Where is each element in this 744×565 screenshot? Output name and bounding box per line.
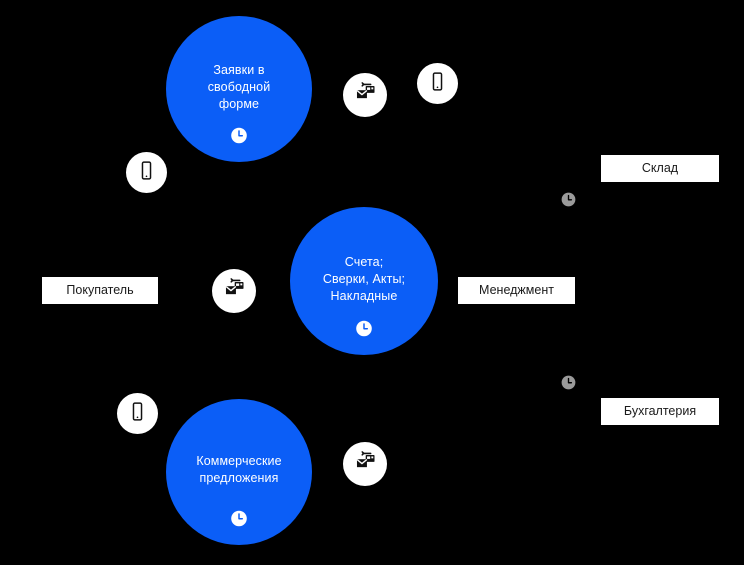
process-node-label: Коммерческие предложения [196,454,282,485]
clock-icon [231,127,248,144]
process-node-label: Счета; Сверки, Акты; Накладные [322,254,406,303]
entity-label-accounting[interactable]: Бухгалтерия [601,398,719,425]
mobile-phone-icon [427,71,448,97]
entity-label-warehouse[interactable]: Склад [601,155,719,182]
email-exchange-icon [354,450,377,478]
clock-icon-delay-warehouse [561,192,576,207]
mobile-phone-icon [136,160,157,186]
clock-icon [356,320,373,337]
process-node-offers[interactable]: Коммерческие предложения [166,399,312,545]
channel-badge-email-top[interactable] [343,73,387,117]
email-exchange-icon [223,277,246,305]
email-exchange-icon [354,81,377,109]
process-node-invoices[interactable]: Счета; Сверки, Акты; Накладные [290,207,438,355]
entity-label-buyer[interactable]: Покупатель [42,277,158,304]
channel-badge-email-bottom[interactable] [343,442,387,486]
channel-badge-phone-bottom[interactable] [117,393,158,434]
clock-icon-delay-accounting [561,375,576,390]
channel-badge-phone-top[interactable] [417,63,458,104]
mobile-phone-icon [127,401,148,427]
process-node-label: Заявки в свободной форме [207,62,271,111]
clock-icon [231,510,248,527]
entity-label-management[interactable]: Менеджмент [458,277,575,304]
process-node-requests[interactable]: Заявки в свободной форме [166,16,312,162]
channel-badge-phone-left[interactable] [126,152,167,193]
channel-badge-email-middle[interactable] [212,269,256,313]
